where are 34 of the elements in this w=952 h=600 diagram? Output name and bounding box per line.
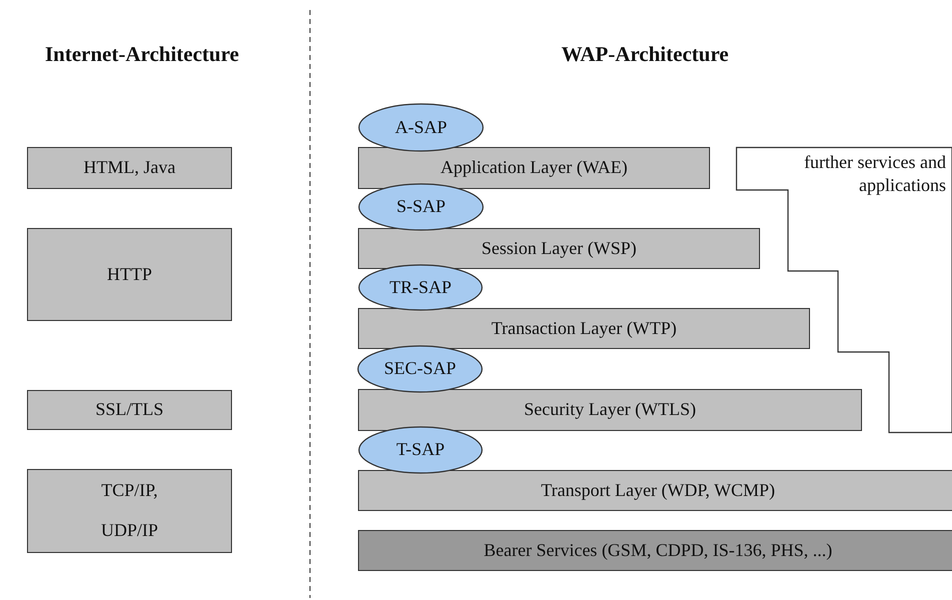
layer-label: Transport Layer (WDP, WCMP): [541, 478, 775, 502]
layer-box: [27, 147, 232, 189]
access-point-ellipse: [357, 345, 483, 393]
layer-label: Bearer Services (GSM, CDPD, IS-136, PHS, ...): [484, 538, 832, 562]
layer-box: [27, 228, 232, 321]
layer-label: HTML, Java: [84, 156, 176, 180]
layer-box: [358, 228, 760, 269]
layer-label: Application Layer (WAE): [440, 156, 628, 180]
layer-box: [358, 308, 810, 349]
access-point-ellipse: [358, 103, 484, 152]
layer-box: [358, 389, 862, 431]
layer-label: SSL/TLS: [95, 398, 164, 422]
layer-label: HTTP: [107, 262, 152, 286]
access-point-ellipse: [358, 264, 483, 311]
stepped-panel: [736, 147, 952, 433]
layer-label: Session Layer (WSP): [482, 236, 636, 260]
layer-label: Transaction Layer (WTP): [491, 316, 677, 340]
access-point-ellipse: [358, 183, 484, 231]
access-point-ellipse: [358, 426, 483, 474]
column-heading: WAP-Architecture: [560, 42, 730, 67]
layer-label: Security Layer (WTLS): [524, 398, 696, 422]
panel-label: further services and applications: [803, 151, 947, 198]
layer-box: [358, 147, 710, 189]
layer-box: [358, 530, 952, 571]
access-point-label: SEC-SAP: [384, 357, 456, 380]
layer-box: [358, 470, 952, 511]
access-point-label: S-SAP: [396, 195, 446, 218]
layer-label: TCP/IP, UDP/IP: [100, 479, 159, 542]
layer-box: [27, 469, 232, 553]
access-point-label: A-SAP: [394, 116, 447, 139]
layer-box: [27, 390, 232, 430]
access-point-label: TR-SAP: [389, 276, 452, 299]
column-heading: Internet-Architecture: [44, 42, 240, 67]
access-point-label: T-SAP: [396, 438, 445, 462]
